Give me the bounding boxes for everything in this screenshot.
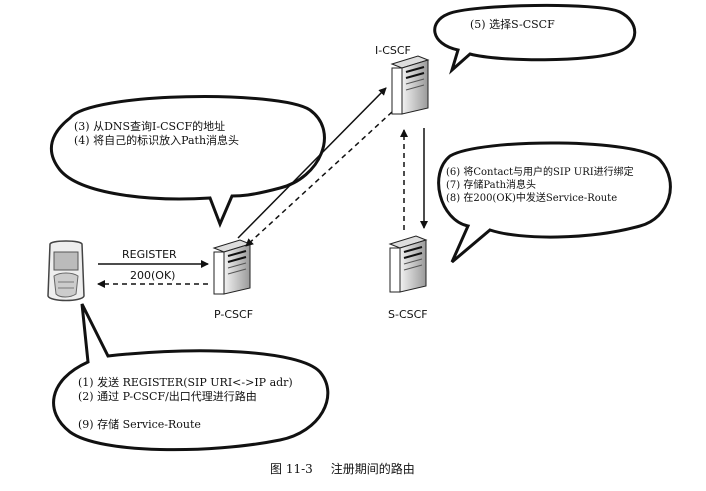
bubble-pcscf-line-1: (3) 从DNS查询I-CSCF的地址 <box>74 120 226 133</box>
icscf-to-pcscf-arrow <box>245 111 393 247</box>
bubble-ue-line-1: (1) 发送 REGISTER(SIP URI<->IP adr) <box>78 376 293 389</box>
mobile-phone-icon <box>47 240 85 302</box>
pcscf-server-icon <box>212 239 252 295</box>
bubble-ue <box>52 303 330 452</box>
figure-number: 图 11-3 <box>270 462 313 476</box>
scscf-server-icon <box>388 235 428 293</box>
bubble-pcscf-line-2: (4) 将自己的标识放入Path消息头 <box>74 134 240 147</box>
register-label: REGISTER <box>122 248 177 261</box>
bubble-pcscf <box>49 95 326 228</box>
bubble-icscf <box>433 3 637 75</box>
bubble-icscf-text: (5) 选择S-CSCF <box>470 18 555 32</box>
bubble-ue-text: (1) 发送 REGISTER(SIP URI<->IP adr) (2) 通过… <box>78 376 293 432</box>
bubble-icscf-line-1: (5) 选择S-CSCF <box>470 18 555 31</box>
figure-title: 注册期间的路由 <box>330 462 415 476</box>
icscf-label: I-CSCF <box>375 44 411 57</box>
bubble-ue-line-2: (2) 通过 P-CSCF/出口代理进行路由 <box>78 390 257 403</box>
pcscf-to-icscf-arrow <box>237 87 387 239</box>
bubble-scscf-line-1: (6) 将Contact与用户的SIP URI进行绑定 <box>446 167 634 178</box>
scscf-label: S-CSCF <box>388 308 428 321</box>
bubble-scscf <box>437 141 672 264</box>
bubble-pcscf-text: (3) 从DNS查询I-CSCF的地址 (4) 将自己的标识放入Path消息头 <box>74 120 239 148</box>
bubble-scscf-line-2: (7) 存储Path消息头 <box>446 180 537 191</box>
figure-caption: 图 11-3 注册期间的路由 <box>270 460 415 477</box>
bubble-ue-line-3: (9) 存储 Service-Route <box>78 418 201 431</box>
pcscf-label: P-CSCF <box>214 308 254 321</box>
icscf-server-icon <box>390 55 430 115</box>
ok-label: 200(OK) <box>130 269 176 282</box>
bubble-scscf-text: (6) 将Contact与用户的SIP URI进行绑定 (7) 存储Path消息… <box>446 166 634 205</box>
bubble-scscf-line-3: (8) 在200(OK)中发送Service-Route <box>446 193 618 204</box>
